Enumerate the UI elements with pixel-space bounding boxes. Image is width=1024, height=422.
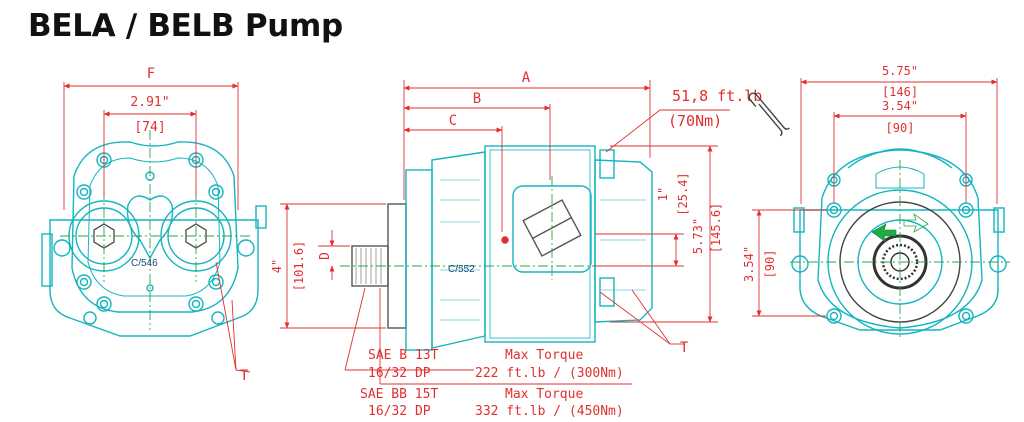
side-drain-plug — [501, 236, 509, 244]
page-title: BELA / BELB Pump — [28, 8, 343, 44]
rear-mount-hole-right — [989, 255, 1007, 273]
front-body-outline — [71, 141, 239, 313]
torque-ftlb: 51,8 ft.lb — [672, 87, 762, 105]
shaft-note-1-spline: SAE B 13T — [368, 348, 439, 363]
rear-flange-outline — [799, 209, 999, 331]
side-dim-b: B — [473, 91, 481, 107]
front-bolt — [76, 274, 92, 290]
front-dim-f: F — [147, 66, 155, 82]
side-height-in: 4" — [270, 259, 284, 273]
rear-mount-hole-left — [791, 255, 809, 273]
side-dim-a: A — [522, 70, 531, 86]
side-port-mm: [25.4] — [676, 172, 690, 215]
side-front-housing — [431, 151, 486, 349]
front-part-code: C/546 — [131, 258, 158, 269]
rear-width-in: 5.75" — [882, 64, 918, 78]
side-total-in: 5.73" — [691, 218, 705, 254]
rear-bolt — [826, 308, 842, 324]
front-flange-outline — [49, 219, 259, 337]
shaft-note-2-pitch: 16/32 DP — [368, 404, 431, 419]
rotation-arrow-icon — [871, 223, 897, 243]
shaft-note-1-torque-label: Max Torque — [505, 348, 583, 363]
rotation-arrow-outline-icon — [903, 212, 929, 233]
side-view — [351, 145, 653, 351]
front-dim-center-in: 2.91" — [130, 95, 169, 110]
shaft-note-1-torque-value: 222 ft.lb / (300Nm) — [475, 366, 624, 381]
rear-bolt — [958, 308, 974, 324]
shaft-note-2-torque-value: 332 ft.lb / (450Nm) — [475, 404, 624, 419]
front-flange-ear-right — [255, 205, 267, 229]
rear-bolt-in: 3.54" — [882, 99, 918, 113]
rear-bolt — [826, 202, 842, 218]
front-bolt — [96, 296, 112, 312]
rear-view — [791, 148, 1007, 335]
side-body — [484, 145, 596, 343]
front-flange-ear-left — [41, 233, 53, 287]
front-bolt — [208, 274, 224, 290]
side-height-mm: [101.6] — [292, 241, 306, 292]
wrench-icon — [748, 92, 790, 137]
side-port-in: 1" — [656, 187, 670, 201]
rear-height-in: 3.54" — [742, 246, 756, 282]
shaft-note-2-torque-label: Max Torque — [505, 387, 583, 402]
side-dim-c: C — [449, 113, 457, 129]
side-callout-t: T — [680, 340, 689, 356]
side-part-code: C/552 — [448, 264, 475, 275]
front-bolt — [208, 184, 224, 200]
front-bolt — [76, 184, 92, 200]
rear-bolt — [958, 202, 974, 218]
side-rear-cover — [594, 159, 653, 323]
shaft-note-1-pitch: 16/32 DP — [368, 366, 431, 381]
front-mount-hole-left — [53, 239, 71, 257]
rear-width-mm: [146] — [882, 85, 918, 99]
front-bolt — [188, 296, 204, 312]
front-dim-center-mm: [74] — [134, 120, 165, 135]
front-mount-hole-right — [237, 239, 255, 257]
torque-nm: (70Nm) — [668, 112, 722, 130]
shaft-note-2-spline: SAE BB 15T — [360, 387, 438, 402]
rear-bolt-mm: [90] — [886, 121, 915, 135]
rear-height-mm: [90] — [763, 250, 777, 279]
side-total-mm: [145.6] — [709, 203, 723, 254]
side-dim-d: D — [318, 252, 333, 260]
front-callout-t: T — [240, 368, 249, 384]
